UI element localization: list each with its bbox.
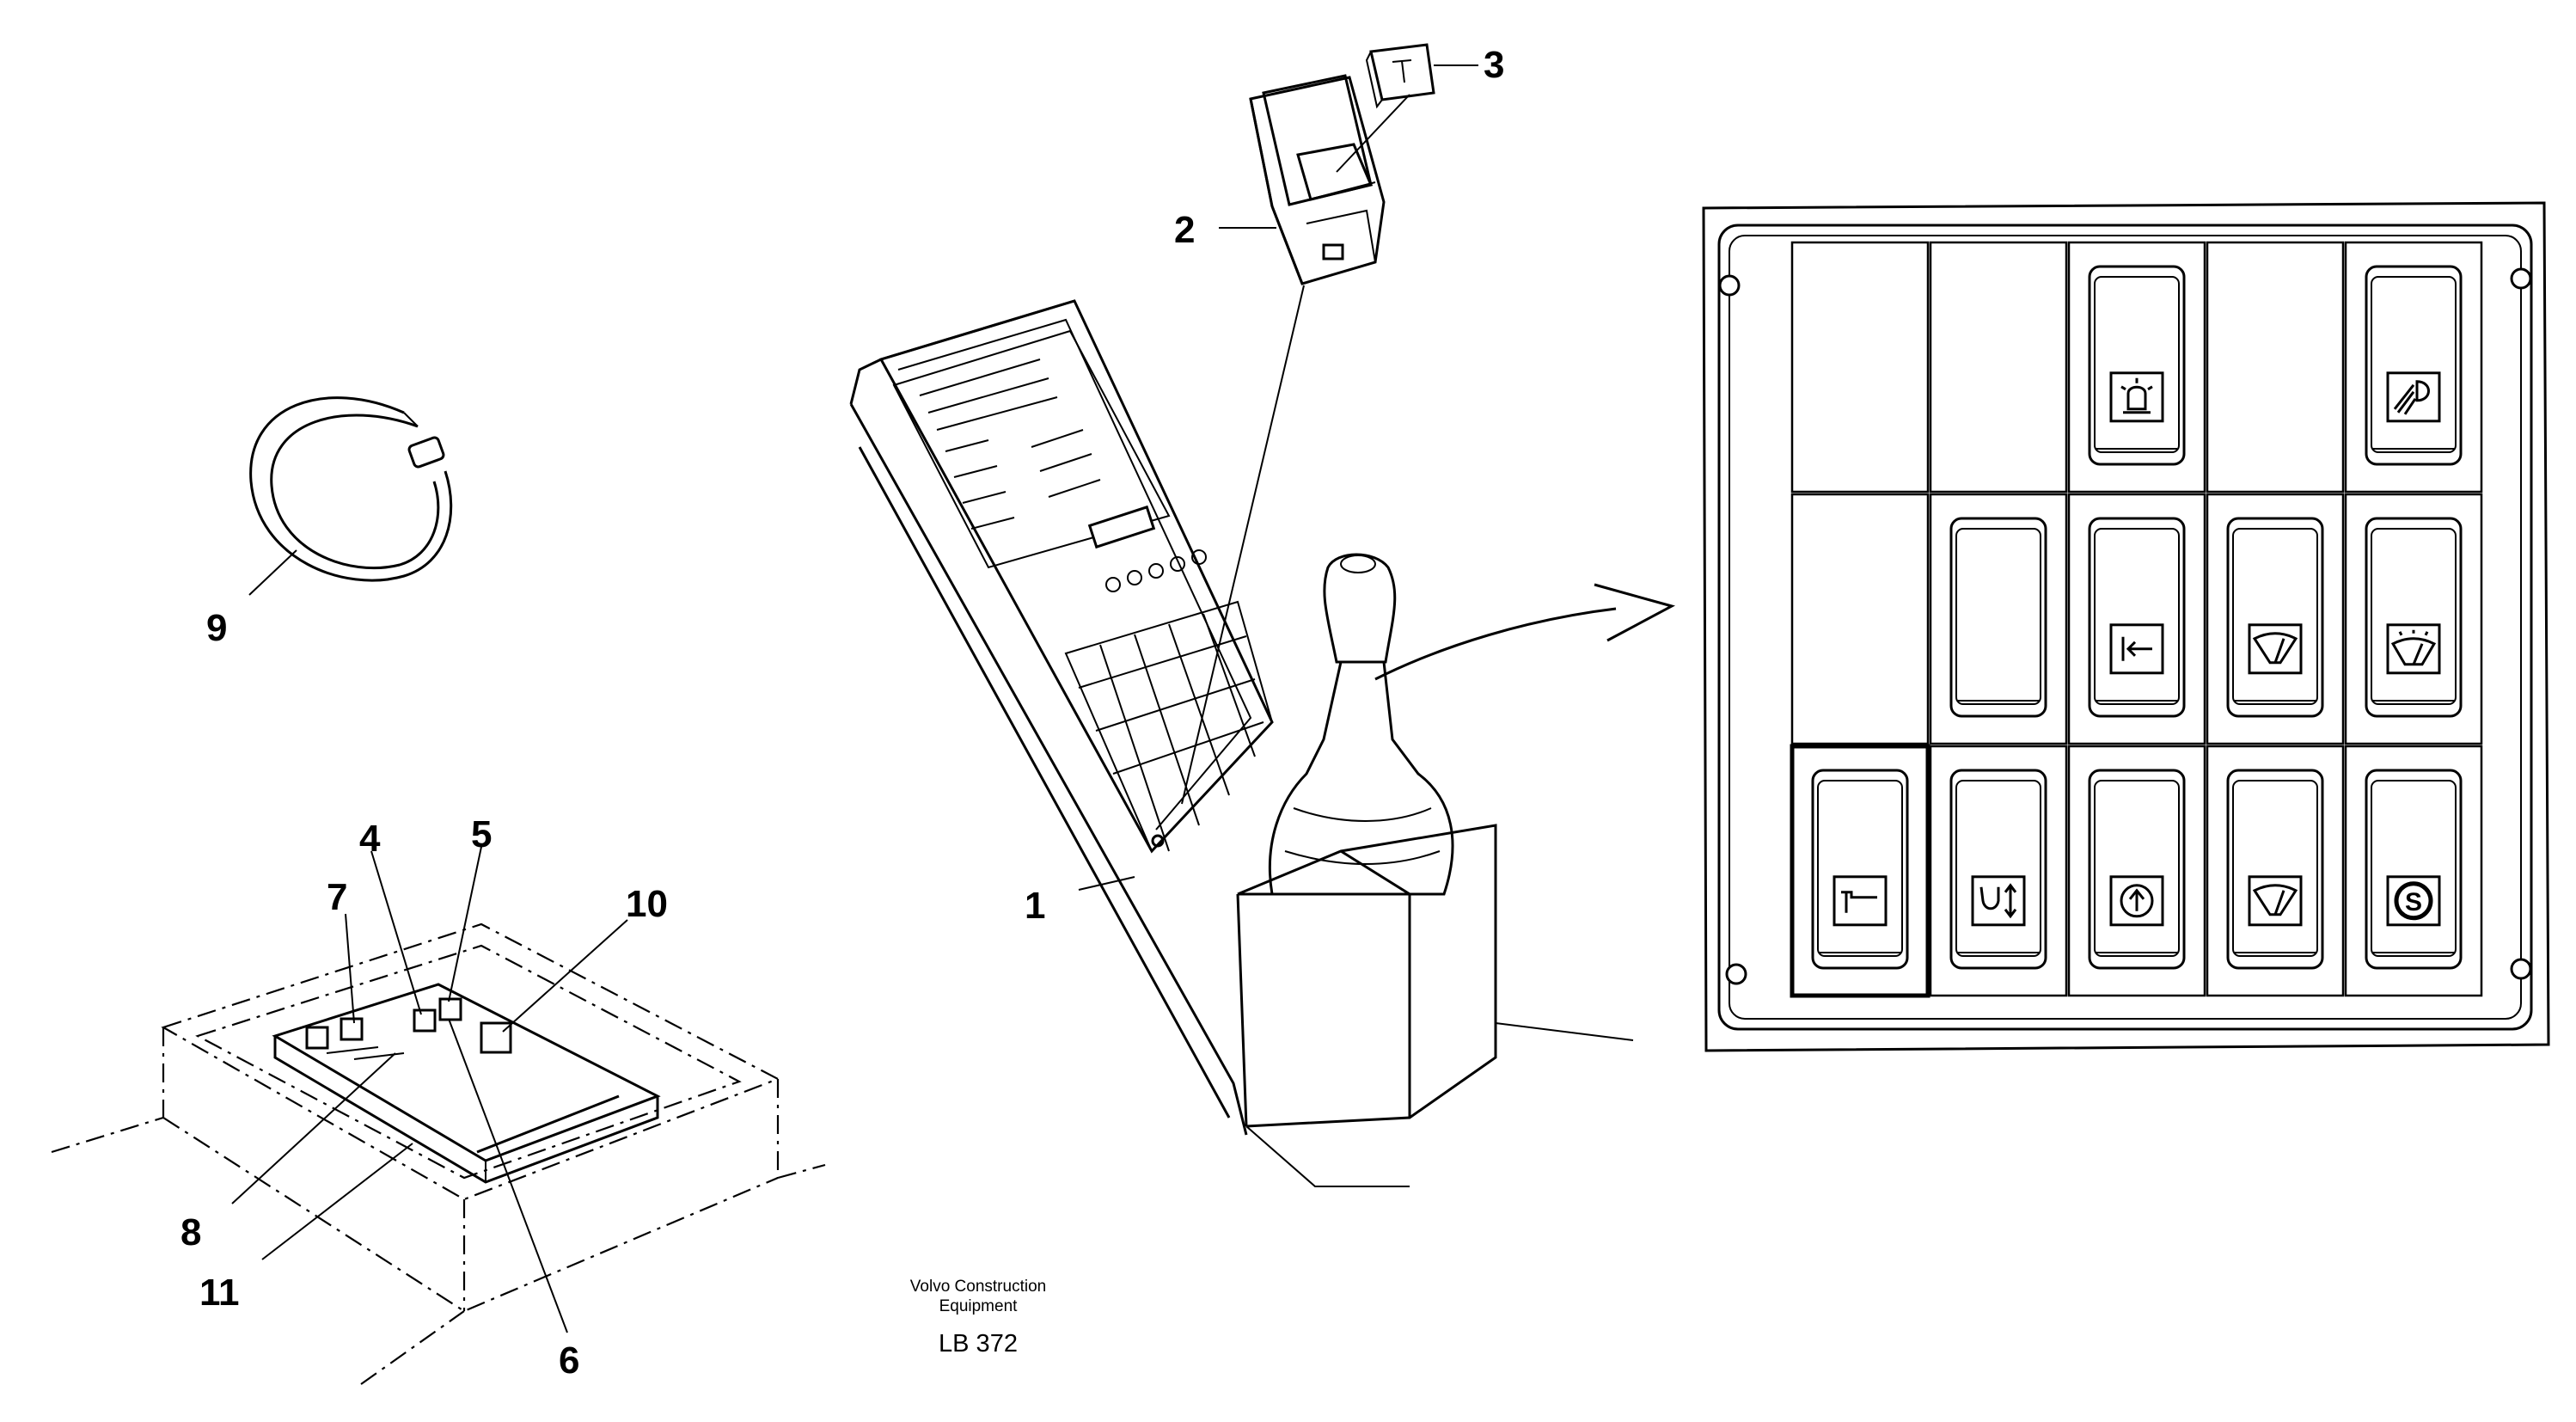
panel-screw-tr (2510, 267, 2532, 290)
control-console (849, 299, 1634, 1187)
drawing-caption: Volvo Construction Equipment LB 372 (910, 1278, 1046, 1358)
panel-cell (1790, 493, 1930, 745)
console-screw (1151, 834, 1165, 848)
callout-6: 6 (559, 1339, 579, 1382)
s-circle-icon: S (2386, 875, 2441, 927)
leader-9 (248, 549, 297, 596)
callout-5: 5 (471, 813, 492, 855)
panel-cell (1790, 241, 1930, 493)
callout-3: 3 (1484, 44, 1504, 86)
rocker-switch-blank-switch (1949, 517, 2047, 718)
panel-cell (1929, 745, 2068, 997)
panel-cell (2067, 241, 2206, 493)
panel-cell (2344, 493, 2483, 745)
wiper-icon (2248, 875, 2303, 927)
switch-grid: S (1790, 241, 2483, 998)
detail-arrow (1374, 583, 1676, 681)
panel-cell: S (2344, 745, 2483, 997)
cable-tie-ring (249, 396, 453, 582)
caption-line-1: Volvo Construction (910, 1278, 1046, 1296)
rocker-switch-arrow-left (2088, 517, 2186, 718)
hammer-icon (1833, 875, 1888, 927)
panel-cell (2344, 241, 2483, 493)
callout-10: 10 (626, 883, 668, 925)
relay-box-leaders (231, 846, 628, 1333)
switch-cap (1365, 43, 1435, 109)
relay-5 (438, 997, 462, 1021)
panel-cell (1929, 241, 2068, 493)
callout-9: 9 (206, 607, 227, 649)
callout-4: 4 (359, 818, 381, 860)
beacon-icon (2109, 371, 2164, 423)
relay-10 (480, 1021, 512, 1054)
panel-cell (2206, 493, 2345, 745)
panel-screw-tl (1718, 274, 1741, 297)
callout-8: 8 (181, 1211, 201, 1253)
callout-labels: 1 2 3 4 5 6 7 8 9 10 11 (181, 44, 1504, 1382)
panel-cell (2067, 493, 2206, 745)
console-button-row (1105, 549, 1207, 592)
bucket-lift-icon (1971, 875, 2026, 927)
rocker-switch-work-light (2365, 265, 2463, 466)
callout-2: 2 (1174, 209, 1195, 251)
rocker-switch-wiper (2226, 769, 2324, 970)
rocker-switch-bucket-lift (1949, 769, 2047, 970)
arrow-left-icon (2109, 623, 2164, 675)
callout-11: 11 (199, 1272, 240, 1314)
relay-7 (305, 1017, 364, 1050)
panel-screw-br (2510, 958, 2532, 980)
work-light-icon (2386, 371, 2441, 423)
caption-line-2: Equipment (939, 1297, 1019, 1315)
rocker-switch-hammer (1811, 769, 1909, 970)
relay-box (51, 922, 826, 1385)
relay-4 (413, 1008, 437, 1033)
console-switch-grid (1064, 600, 1274, 853)
leader-1 (1078, 876, 1135, 891)
panel-screw-bl (1725, 963, 1747, 985)
leader-switch-to-console (1181, 285, 1305, 805)
callout-1: 1 (1025, 885, 1045, 927)
rocker-switch-washer (2365, 517, 2463, 718)
leader-3-to-switch (1336, 94, 1410, 173)
rocker-switch-s-circle: S (2365, 769, 2463, 970)
rocker-switch-up-arrow-circle (2088, 769, 2186, 970)
panel-cell (1929, 493, 2068, 745)
display-text-rows (919, 359, 1101, 530)
panel-cell (2206, 745, 2345, 997)
rocker-switch (1249, 74, 1386, 285)
rocker-switch-beacon (2088, 265, 2186, 466)
up-arrow-circle-icon (2109, 875, 2164, 927)
wiper-icon (2248, 623, 2303, 675)
svg-text:S: S (2405, 888, 2422, 916)
washer-icon (2386, 623, 2441, 675)
drawing-code: LB 372 (939, 1330, 1018, 1358)
switch-panel-detail: S (1702, 201, 2550, 1052)
callout-7: 7 (327, 876, 347, 918)
rocker-switch-wiper (2226, 517, 2324, 718)
panel-cell (1790, 744, 1930, 998)
panel-cell (2067, 745, 2206, 997)
panel-cell (2206, 241, 2345, 493)
